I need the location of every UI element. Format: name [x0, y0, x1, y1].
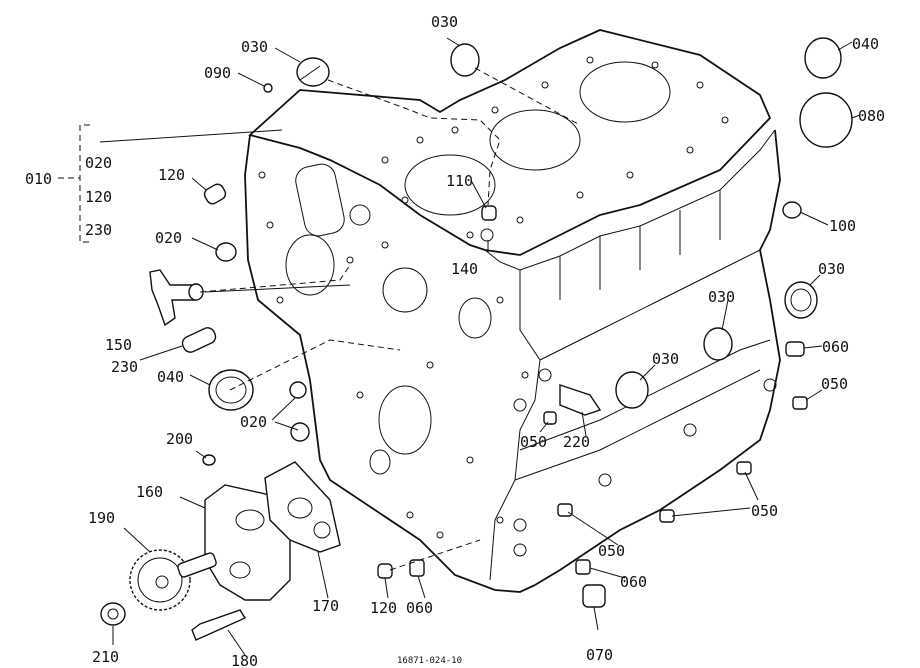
label-030-mid: 030	[708, 288, 735, 306]
label-030-lower-mid: 030	[652, 350, 679, 368]
deck-holes	[401, 56, 729, 239]
part-sleeve-110	[480, 205, 497, 242]
part-plug-060-right	[785, 341, 805, 357]
label-050-lower-right: 050	[751, 502, 778, 520]
label-210: 210	[92, 648, 119, 666]
part-plug-030-right	[784, 281, 818, 319]
label-040-left: 040	[157, 368, 184, 386]
label-020-group: 020	[85, 154, 112, 172]
part-plug-070	[582, 584, 606, 608]
part-bushing-120-left	[203, 183, 227, 205]
part-plug-050-right	[792, 396, 808, 410]
front-face-holes	[258, 156, 529, 539]
part-cap-040-right	[804, 37, 842, 79]
part-plug-020-left	[215, 242, 237, 262]
leader-lines	[99, 37, 861, 656]
crankcase-block	[244, 29, 781, 593]
label-120-left: 120	[158, 166, 185, 184]
label-010: 010	[25, 170, 52, 188]
part-pin-200	[202, 454, 216, 466]
label-110: 110	[446, 172, 473, 190]
part-nut-210	[100, 602, 126, 626]
drawing-number: 16871-024-10	[397, 656, 462, 666]
label-190: 190	[88, 509, 115, 527]
part-plugs-030-side	[615, 327, 733, 409]
part-pin-100	[782, 201, 802, 219]
part-bushing-120-bottom	[377, 563, 393, 579]
label-160: 160	[136, 483, 163, 501]
part-labels: 030 090 010 020 120 230 120 020 150 230 …	[25, 13, 885, 668]
label-050-right: 050	[821, 375, 848, 393]
part-plug-050-center	[543, 411, 557, 425]
part-gear-190	[129, 549, 217, 611]
label-050-lower-center: 050	[598, 542, 625, 560]
part-plug-030-top	[450, 43, 480, 77]
label-230-group: 230	[85, 221, 112, 239]
label-060-bottom: 060	[406, 599, 433, 617]
label-100: 100	[829, 217, 856, 235]
part-valve-150	[149, 269, 204, 327]
label-060-right: 060	[822, 338, 849, 356]
part-sensor-220	[559, 384, 602, 416]
label-180: 180	[231, 652, 258, 668]
label-070: 070	[586, 646, 613, 664]
label-200: 200	[166, 430, 193, 448]
part-bolt-180	[191, 609, 247, 641]
label-040-right: 040	[852, 35, 879, 53]
part-plugs-050-lower	[557, 461, 752, 523]
side-bosses	[513, 368, 777, 557]
label-030-right: 030	[818, 260, 845, 278]
group-bracket-010	[58, 124, 90, 243]
part-plugs-020-mid	[289, 381, 310, 442]
label-220: 220	[563, 433, 590, 451]
part-seal-080	[799, 92, 853, 148]
label-120-bottom: 120	[370, 599, 397, 617]
part-plug-060-bottom	[409, 559, 425, 577]
label-120-group: 120	[85, 188, 112, 206]
part-plug-030-topleft	[296, 57, 330, 87]
label-020-left: 020	[155, 229, 182, 247]
part-pin-090	[263, 83, 273, 93]
label-030-top: 030	[431, 13, 458, 31]
label-140: 140	[451, 260, 478, 278]
label-050-center: 050	[520, 433, 547, 451]
label-030-top-left: 030	[241, 38, 268, 56]
projection-lines	[199, 67, 581, 571]
label-170: 170	[312, 597, 339, 615]
part-gasket-170	[264, 461, 341, 553]
label-080: 080	[858, 107, 885, 125]
label-090: 090	[204, 64, 231, 82]
label-230: 230	[111, 358, 138, 376]
label-150: 150	[105, 336, 132, 354]
part-plug-060-lower-right	[575, 559, 591, 575]
label-020-mid: 020	[240, 413, 267, 431]
label-060-lower: 060	[620, 573, 647, 591]
part-pin-230	[181, 327, 217, 353]
